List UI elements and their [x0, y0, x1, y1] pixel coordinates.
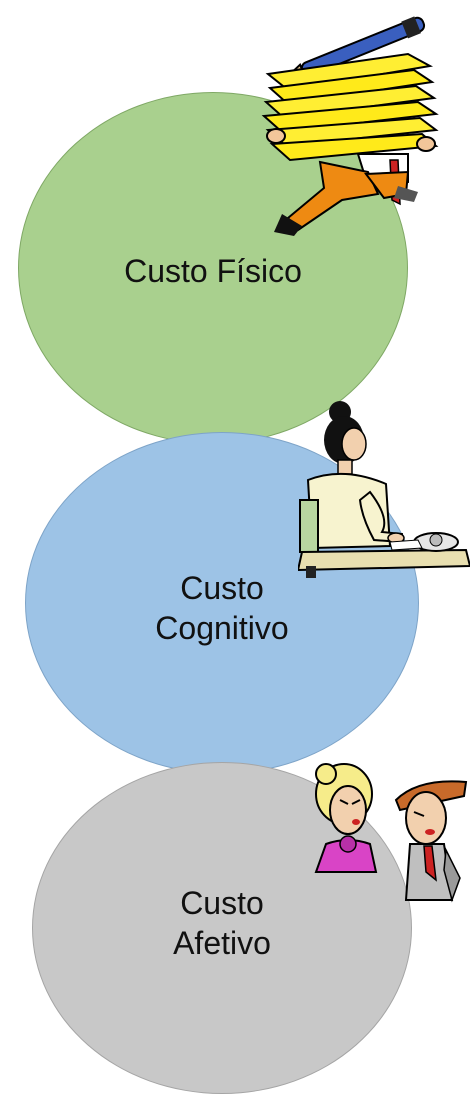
- node-label: Custo Físico: [124, 253, 302, 289]
- node-label-line-2: Afetivo: [173, 925, 271, 961]
- node-label-line-2: Cognitivo: [155, 610, 289, 646]
- angry-people-icon: [314, 763, 468, 903]
- woman-at-desk-icon: [298, 401, 470, 578]
- node-label-line-1: Custo: [180, 570, 264, 606]
- person-carrying-papers-icon: [261, 16, 439, 236]
- node-label-line-1: Custo: [180, 885, 264, 921]
